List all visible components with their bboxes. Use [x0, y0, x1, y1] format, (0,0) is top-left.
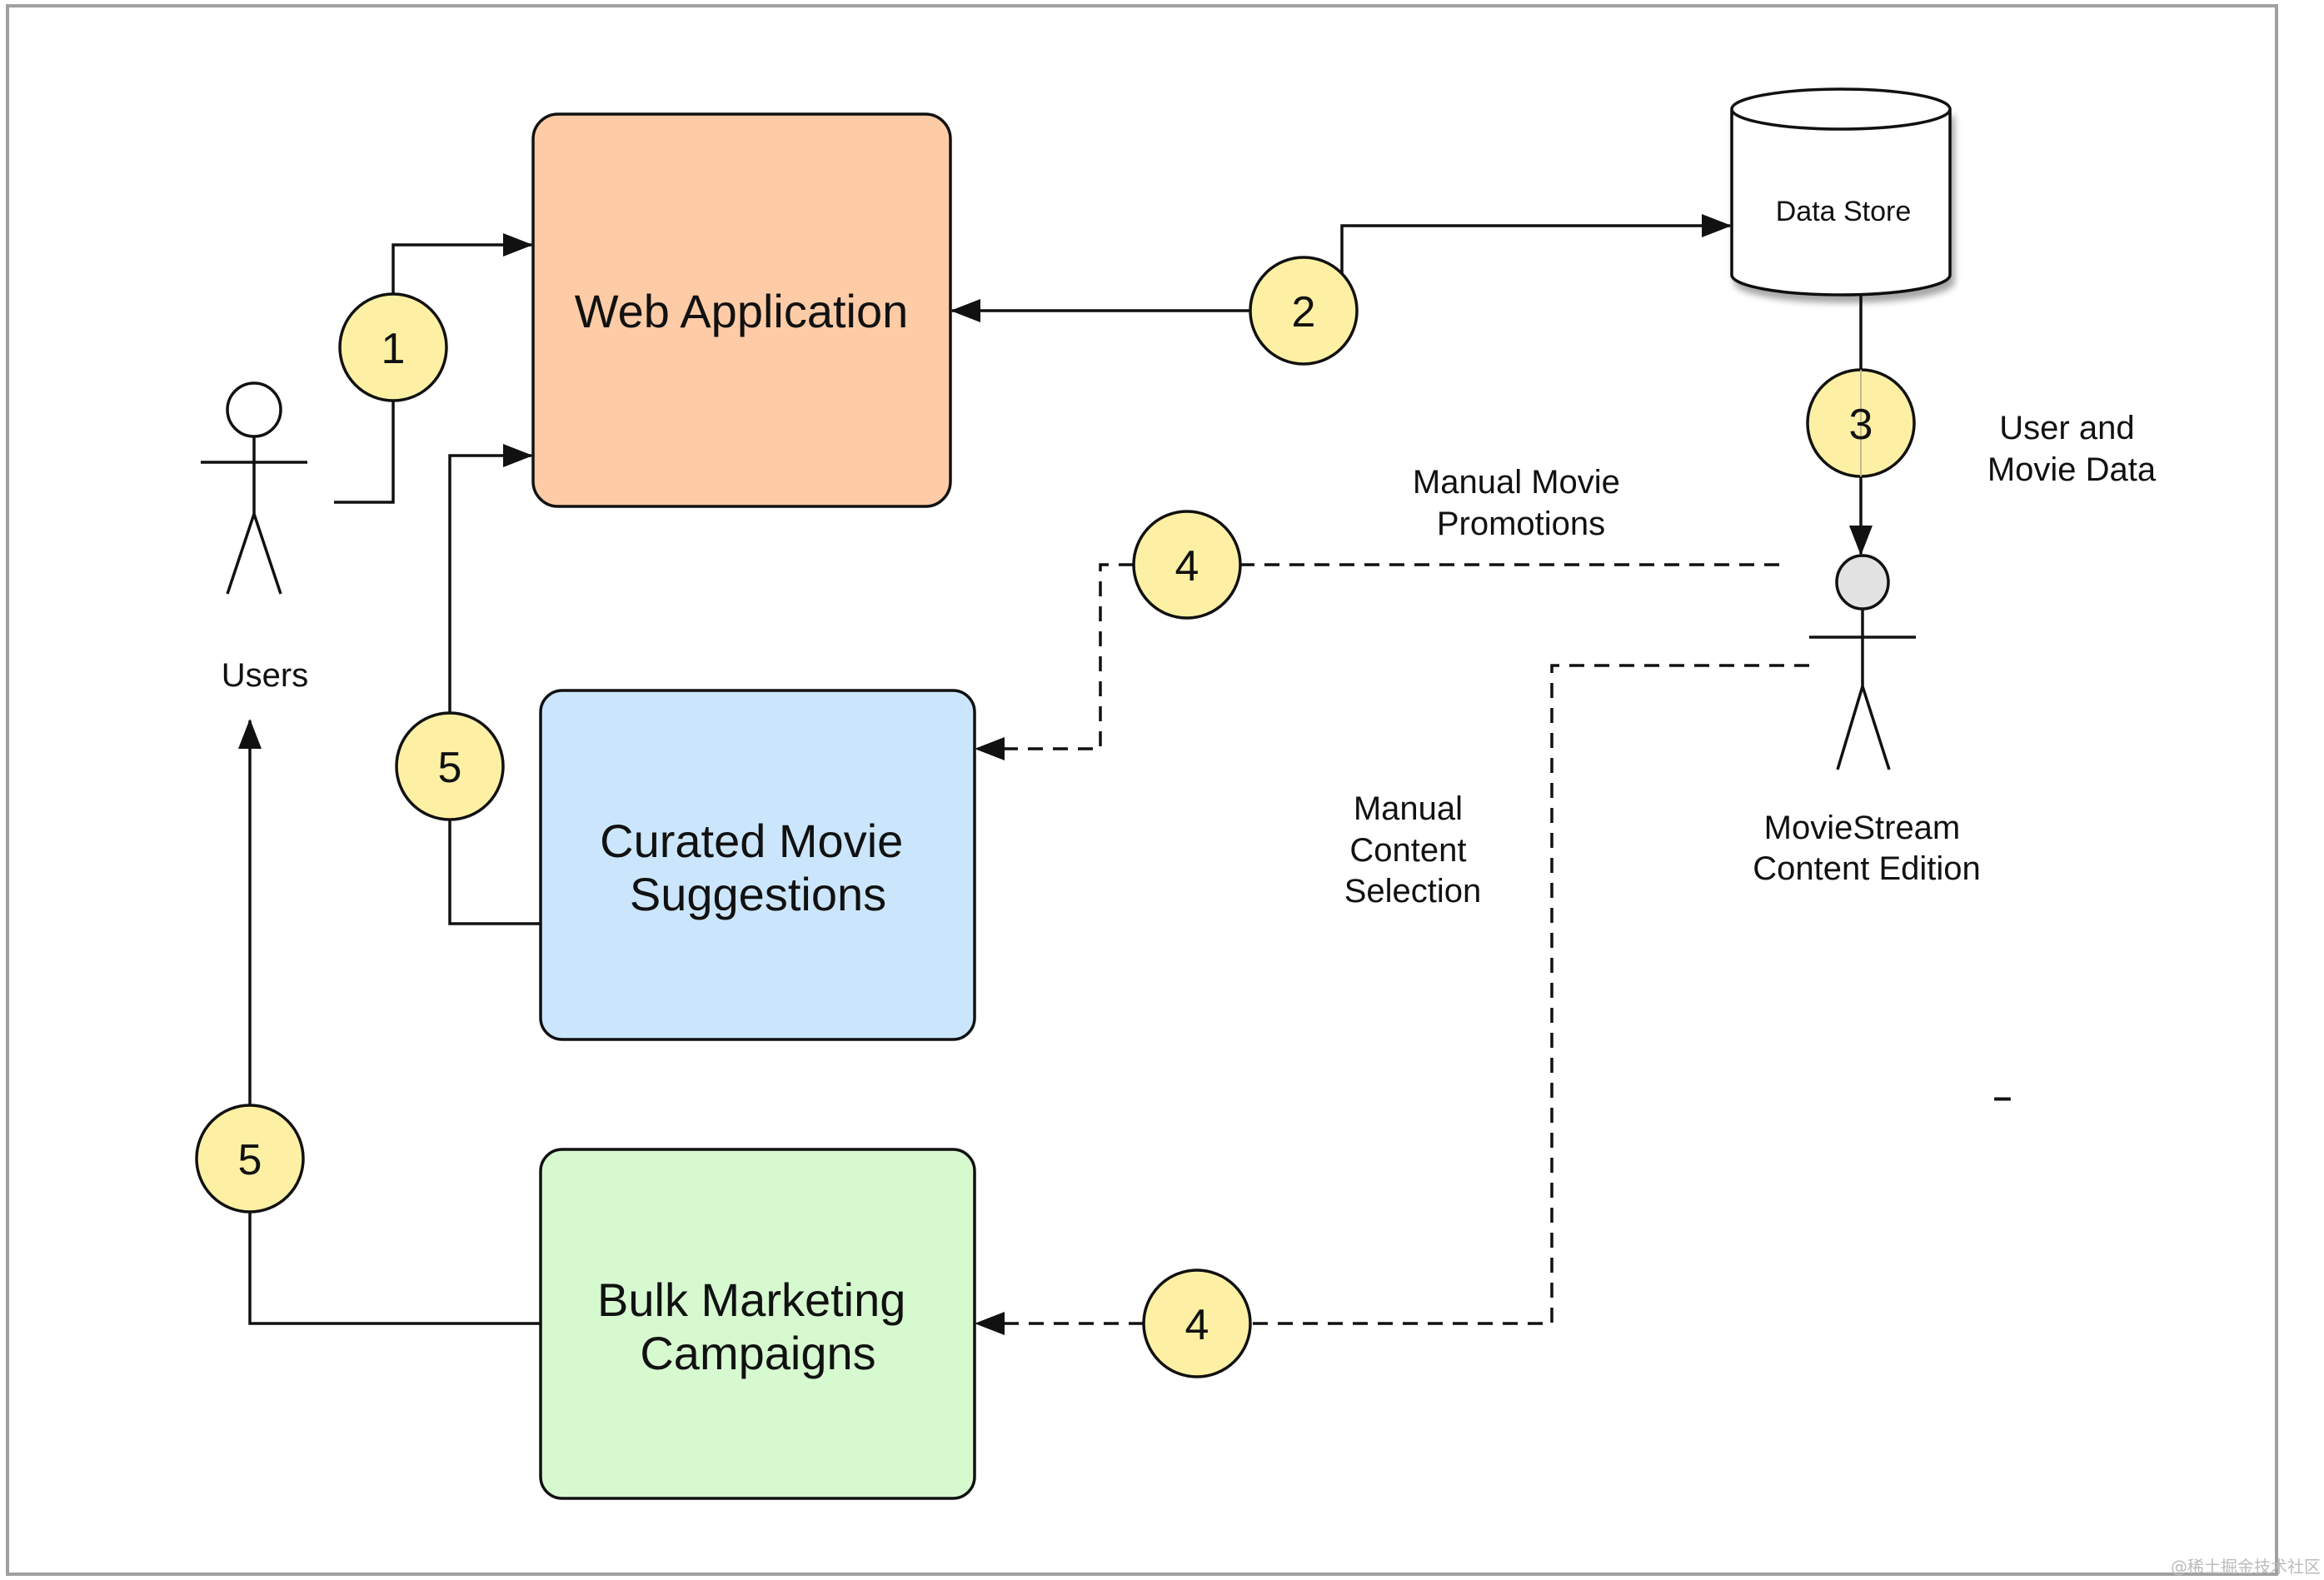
step-4a-number: 4 [1175, 542, 1199, 591]
users-actor[interactable]: Users [201, 381, 308, 694]
content-editor-label-line-1: MovieStream [1764, 810, 1961, 846]
manual-selection-label: Manual Content Selection [1344, 790, 1482, 910]
users-actor-head [226, 381, 282, 438]
curated-label-line-2: Suggestions [630, 868, 886, 920]
step-5b-badge [195, 1104, 305, 1214]
step-5a-number: 5 [438, 744, 462, 792]
data-store-node[interactable]: Data Store [1730, 87, 1952, 297]
manual-promotions-label: Manual Movie Promotions [1413, 464, 1629, 542]
manual-promotions-line-1: Manual Movie [1413, 464, 1620, 501]
curated-label-line-1: Curated Movie [600, 815, 903, 867]
diagram-frame [6, 4, 2278, 1576]
step-1-badge [338, 292, 448, 402]
step-4a-badge [1132, 510, 1242, 620]
edge-bulk-to-users[interactable]: 5 [195, 719, 541, 1325]
users-actor-right-leg [252, 513, 282, 595]
bulk-campaigns-label: Bulk Marketing Campaigns [597, 1273, 919, 1379]
edge-curated-to-web-app[interactable]: 5 [395, 444, 541, 925]
curated-suggestions-node[interactable]: Curated Movie Suggestions [539, 689, 976, 1041]
edge-editor-to-curated[interactable]: 4 Manual Movie Promotions [975, 464, 1779, 760]
users-label: Users [222, 657, 308, 694]
edge-4b-right-segment [1250, 664, 1809, 1325]
edge-users-to-web-app[interactable]: 1 [334, 233, 533, 504]
manual-selection-line-1: Manual [1354, 790, 1463, 827]
edge-2-to-data-store [1340, 214, 1732, 273]
web-application-label: Web Application [575, 285, 909, 337]
edge-5a-upper-segment [448, 444, 533, 713]
content-editor-actor[interactable]: MovieStream Content Edition [1753, 554, 1981, 887]
bulk-campaigns-node[interactable]: Bulk Marketing Campaigns [539, 1148, 976, 1500]
manual-selection-line-2: Content [1349, 832, 1466, 869]
bulk-label-line-2: Campaigns [640, 1327, 875, 1379]
edge-5a-lower-segment [448, 820, 541, 925]
step-3-number: 3 [1849, 401, 1873, 449]
step-2-badge [1249, 256, 1359, 366]
step-5b-number: 5 [238, 1136, 262, 1184]
content-editor-head [1835, 554, 1890, 611]
content-editor-left-leg [1836, 685, 1864, 770]
watermark-text: @稀土掘金技术社区 [2171, 1557, 2321, 1577]
content-editor-right-leg [1861, 685, 1891, 770]
manual-promotions-line-2: Promotions [1437, 506, 1605, 542]
curated-suggestions-box [539, 689, 976, 1041]
step-5a-badge [395, 711, 505, 821]
data-store-cylinder [1730, 109, 1952, 297]
content-editor-label: MovieStream Content Edition [1753, 810, 1981, 887]
edge-data-store-to-editor[interactable]: 3 User and Movie Data [1806, 295, 2157, 556]
step-4b-badge [1142, 1268, 1252, 1378]
edge-5b-lower-segment [248, 1212, 541, 1325]
user-movie-data-label: User and Movie Data [1987, 410, 2157, 488]
step-1-number: 1 [382, 325, 406, 373]
bulk-label-line-1: Bulk Marketing [597, 1273, 905, 1326]
curated-suggestions-label: Curated Movie Suggestions [600, 815, 916, 920]
user-movie-data-line-1: User and [1999, 410, 2134, 446]
edge-1-upper-segment [391, 233, 533, 294]
edge-web-app-data-store[interactable]: 2 [950, 214, 1732, 366]
edge-editor-to-bulk[interactable]: 4 Manual Content Selection [975, 664, 1809, 1378]
step-4b-number: 4 [1185, 1301, 1209, 1349]
edge-4a-left-segment [975, 563, 1134, 760]
user-movie-data-line-2: Movie Data [1987, 451, 2157, 488]
web-application-node[interactable]: Web Application [531, 112, 952, 508]
edge-1-lower-segment [334, 401, 395, 504]
manual-selection-line-3: Selection [1344, 873, 1482, 910]
data-store-label: Data Store [1776, 196, 1912, 227]
users-actor-left-leg [226, 513, 256, 595]
data-store-top [1730, 87, 1952, 131]
stray-dash-mark: – [1993, 1079, 2012, 1115]
content-editor-label-line-2: Content Edition [1753, 850, 1981, 887]
step-2-number: 2 [1292, 288, 1316, 336]
